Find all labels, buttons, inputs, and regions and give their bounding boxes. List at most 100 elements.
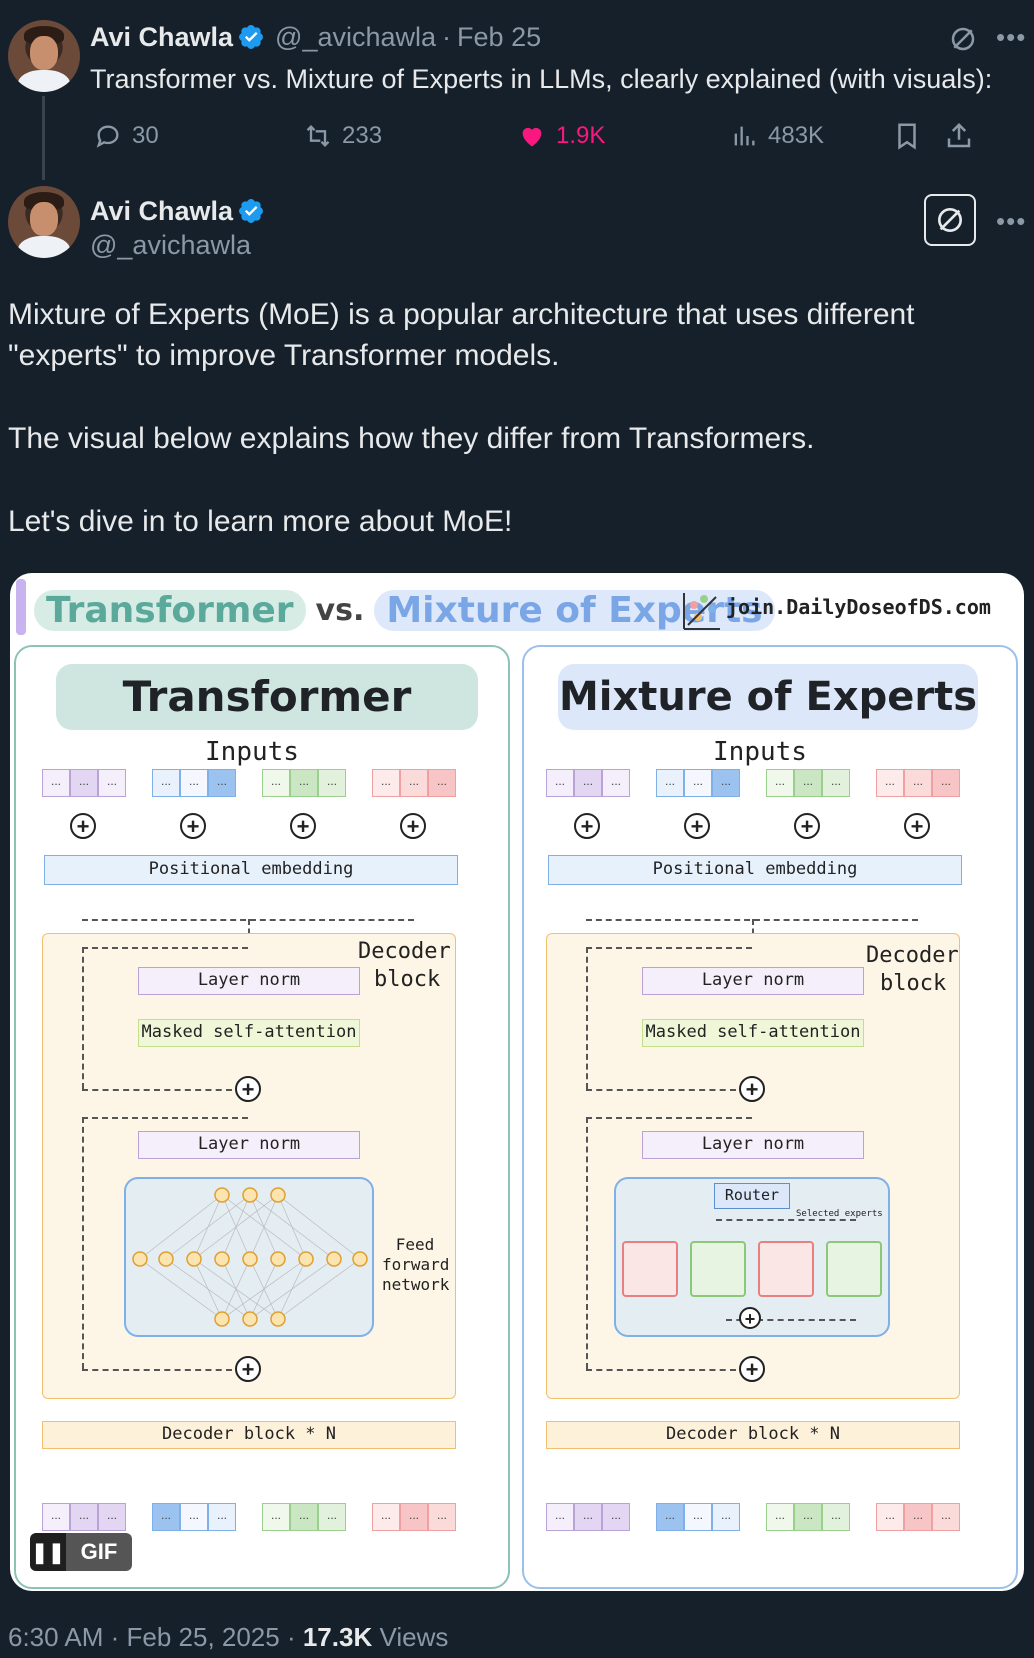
input-token: .........: [262, 769, 346, 797]
author-name[interactable]: Avi Chawla: [90, 21, 234, 52]
tweet-body: Mixture of Experts (MoE) is a popular ar…: [8, 294, 1008, 542]
positional-embedding: Positional embedding: [548, 855, 962, 885]
token-cell: ...: [208, 1503, 236, 1531]
more-icon[interactable]: •••: [996, 206, 1027, 236]
token-cell: ...: [546, 1503, 574, 1531]
token-cell: ...: [290, 1503, 318, 1531]
dashed-connector: [586, 1117, 588, 1369]
moe-panel: Mixture of Experts Inputs ......... ....…: [522, 645, 1018, 1589]
output-token: .........: [876, 1503, 960, 1531]
decoder-block-label: Decoder: [358, 939, 451, 964]
token-cell: ...: [574, 769, 602, 797]
more-icon[interactable]: •••: [996, 22, 1027, 52]
token-cell: ...: [42, 769, 70, 797]
dashed-connector: [82, 1117, 248, 1119]
token-cell: ...: [262, 769, 290, 797]
author-handle[interactable]: @_avichawla: [90, 230, 251, 260]
grok-icon: [938, 208, 962, 232]
reply-icon: [96, 125, 119, 148]
decoder-block-n: Decoder block * N: [42, 1421, 456, 1449]
header-accent-bar: [16, 579, 26, 635]
layer-norm: Layer norm: [642, 967, 864, 995]
token-cell: ...: [152, 1503, 180, 1531]
add-icon: +: [235, 1076, 261, 1102]
input-token: .........: [372, 769, 456, 797]
input-token: .........: [152, 769, 236, 797]
decoder-block-label: Decoder: [866, 943, 959, 968]
views-button[interactable]: 483K: [730, 122, 824, 150]
token-cell: ...: [932, 1503, 960, 1531]
avatar[interactable]: [8, 186, 80, 258]
reply-count: 30: [132, 122, 159, 149]
token-cell: ...: [372, 1503, 400, 1531]
main-tweet-header: Avi Chawla @_avichawla: [90, 194, 265, 261]
token-cell: ...: [400, 1503, 428, 1531]
share-icon[interactable]: [944, 120, 974, 152]
reply-button[interactable]: 30: [94, 122, 159, 150]
input-token: .........: [766, 769, 850, 797]
add-icon: +: [739, 1307, 761, 1329]
tweet-date[interactable]: Feb 25: [457, 21, 542, 52]
output-token: .........: [372, 1503, 456, 1531]
token-cell: ...: [98, 769, 126, 797]
avatar[interactable]: [8, 20, 80, 92]
tweet-timestamp[interactable]: 6:30 AM · Feb 25, 2025 ·: [8, 1622, 303, 1652]
token-cell: ...: [766, 769, 794, 797]
repost-button[interactable]: 233: [304, 122, 382, 150]
token-cell: ...: [372, 769, 400, 797]
token-cell: ...: [546, 769, 574, 797]
input-token: .........: [546, 769, 630, 797]
views-count: 17.3K: [302, 1622, 373, 1652]
author-name[interactable]: Avi Chawla: [90, 195, 234, 226]
expert-green: [826, 1241, 882, 1297]
output-token: .........: [42, 1503, 126, 1531]
pause-icon[interactable]: ❚❚: [30, 1533, 66, 1571]
transformer-panel: Transformer Inputs ......... ......... .…: [14, 645, 510, 1589]
selected-experts-label: Selected experts: [796, 1209, 883, 1219]
header-moe: Mixture of Experts: [374, 589, 775, 631]
analytics-icon: [734, 126, 755, 146]
ffn-label: forward: [382, 1255, 450, 1274]
author-handle[interactable]: @_avichawla: [275, 21, 437, 52]
token-cell: ...: [428, 1503, 456, 1531]
repost-count: 233: [342, 122, 383, 149]
media-header: Transformer vs. Mixture of Experts: [34, 583, 775, 637]
ffn-label: Feed: [395, 1235, 435, 1254]
layer-norm: Layer norm: [138, 1131, 360, 1159]
dashed-connector: [586, 1089, 736, 1091]
token-cell: ...: [574, 1503, 602, 1531]
inputs-label: Inputs: [205, 737, 299, 767]
gif-badge[interactable]: ❚❚ GIF: [30, 1533, 132, 1571]
verified-icon: [239, 199, 264, 223]
add-icon: +: [684, 813, 710, 839]
dashed-connector: [726, 1319, 856, 1321]
header-transformer: Transformer: [34, 589, 306, 631]
media-gif[interactable]: Transformer vs. Mixture of Experts join.…: [10, 573, 1024, 1591]
dashed-connector: [586, 947, 752, 949]
token-cell: ...: [656, 1503, 684, 1531]
decoder-block-label: block: [880, 971, 947, 996]
positional-embedding: Positional embedding: [44, 855, 458, 885]
ffn-label: network: [382, 1275, 450, 1294]
token-cell: ...: [98, 1503, 126, 1531]
grok-icon[interactable]: [948, 24, 978, 54]
token-cell: ...: [712, 769, 740, 797]
bookmark-icon[interactable]: [892, 120, 922, 152]
panel-title: Transformer: [56, 664, 478, 730]
router: Router: [714, 1183, 790, 1209]
input-token: .........: [876, 769, 960, 797]
brand-logo-icon: [683, 593, 720, 630]
output-token: .........: [766, 1503, 850, 1531]
layer-norm: Layer norm: [138, 967, 360, 995]
token-cell: ...: [318, 769, 346, 797]
moe-layer: Router Selected experts +: [614, 1177, 890, 1337]
token-cell: ...: [208, 769, 236, 797]
like-button[interactable]: 1.9K: [518, 122, 605, 150]
add-icon: +: [400, 813, 426, 839]
dashed-connector: [82, 1117, 84, 1369]
token-cell: ...: [794, 769, 822, 797]
grok-button[interactable]: [924, 194, 976, 246]
add-icon: +: [739, 1356, 765, 1382]
dashed-connector: [82, 947, 84, 1089]
add-icon: +: [794, 813, 820, 839]
